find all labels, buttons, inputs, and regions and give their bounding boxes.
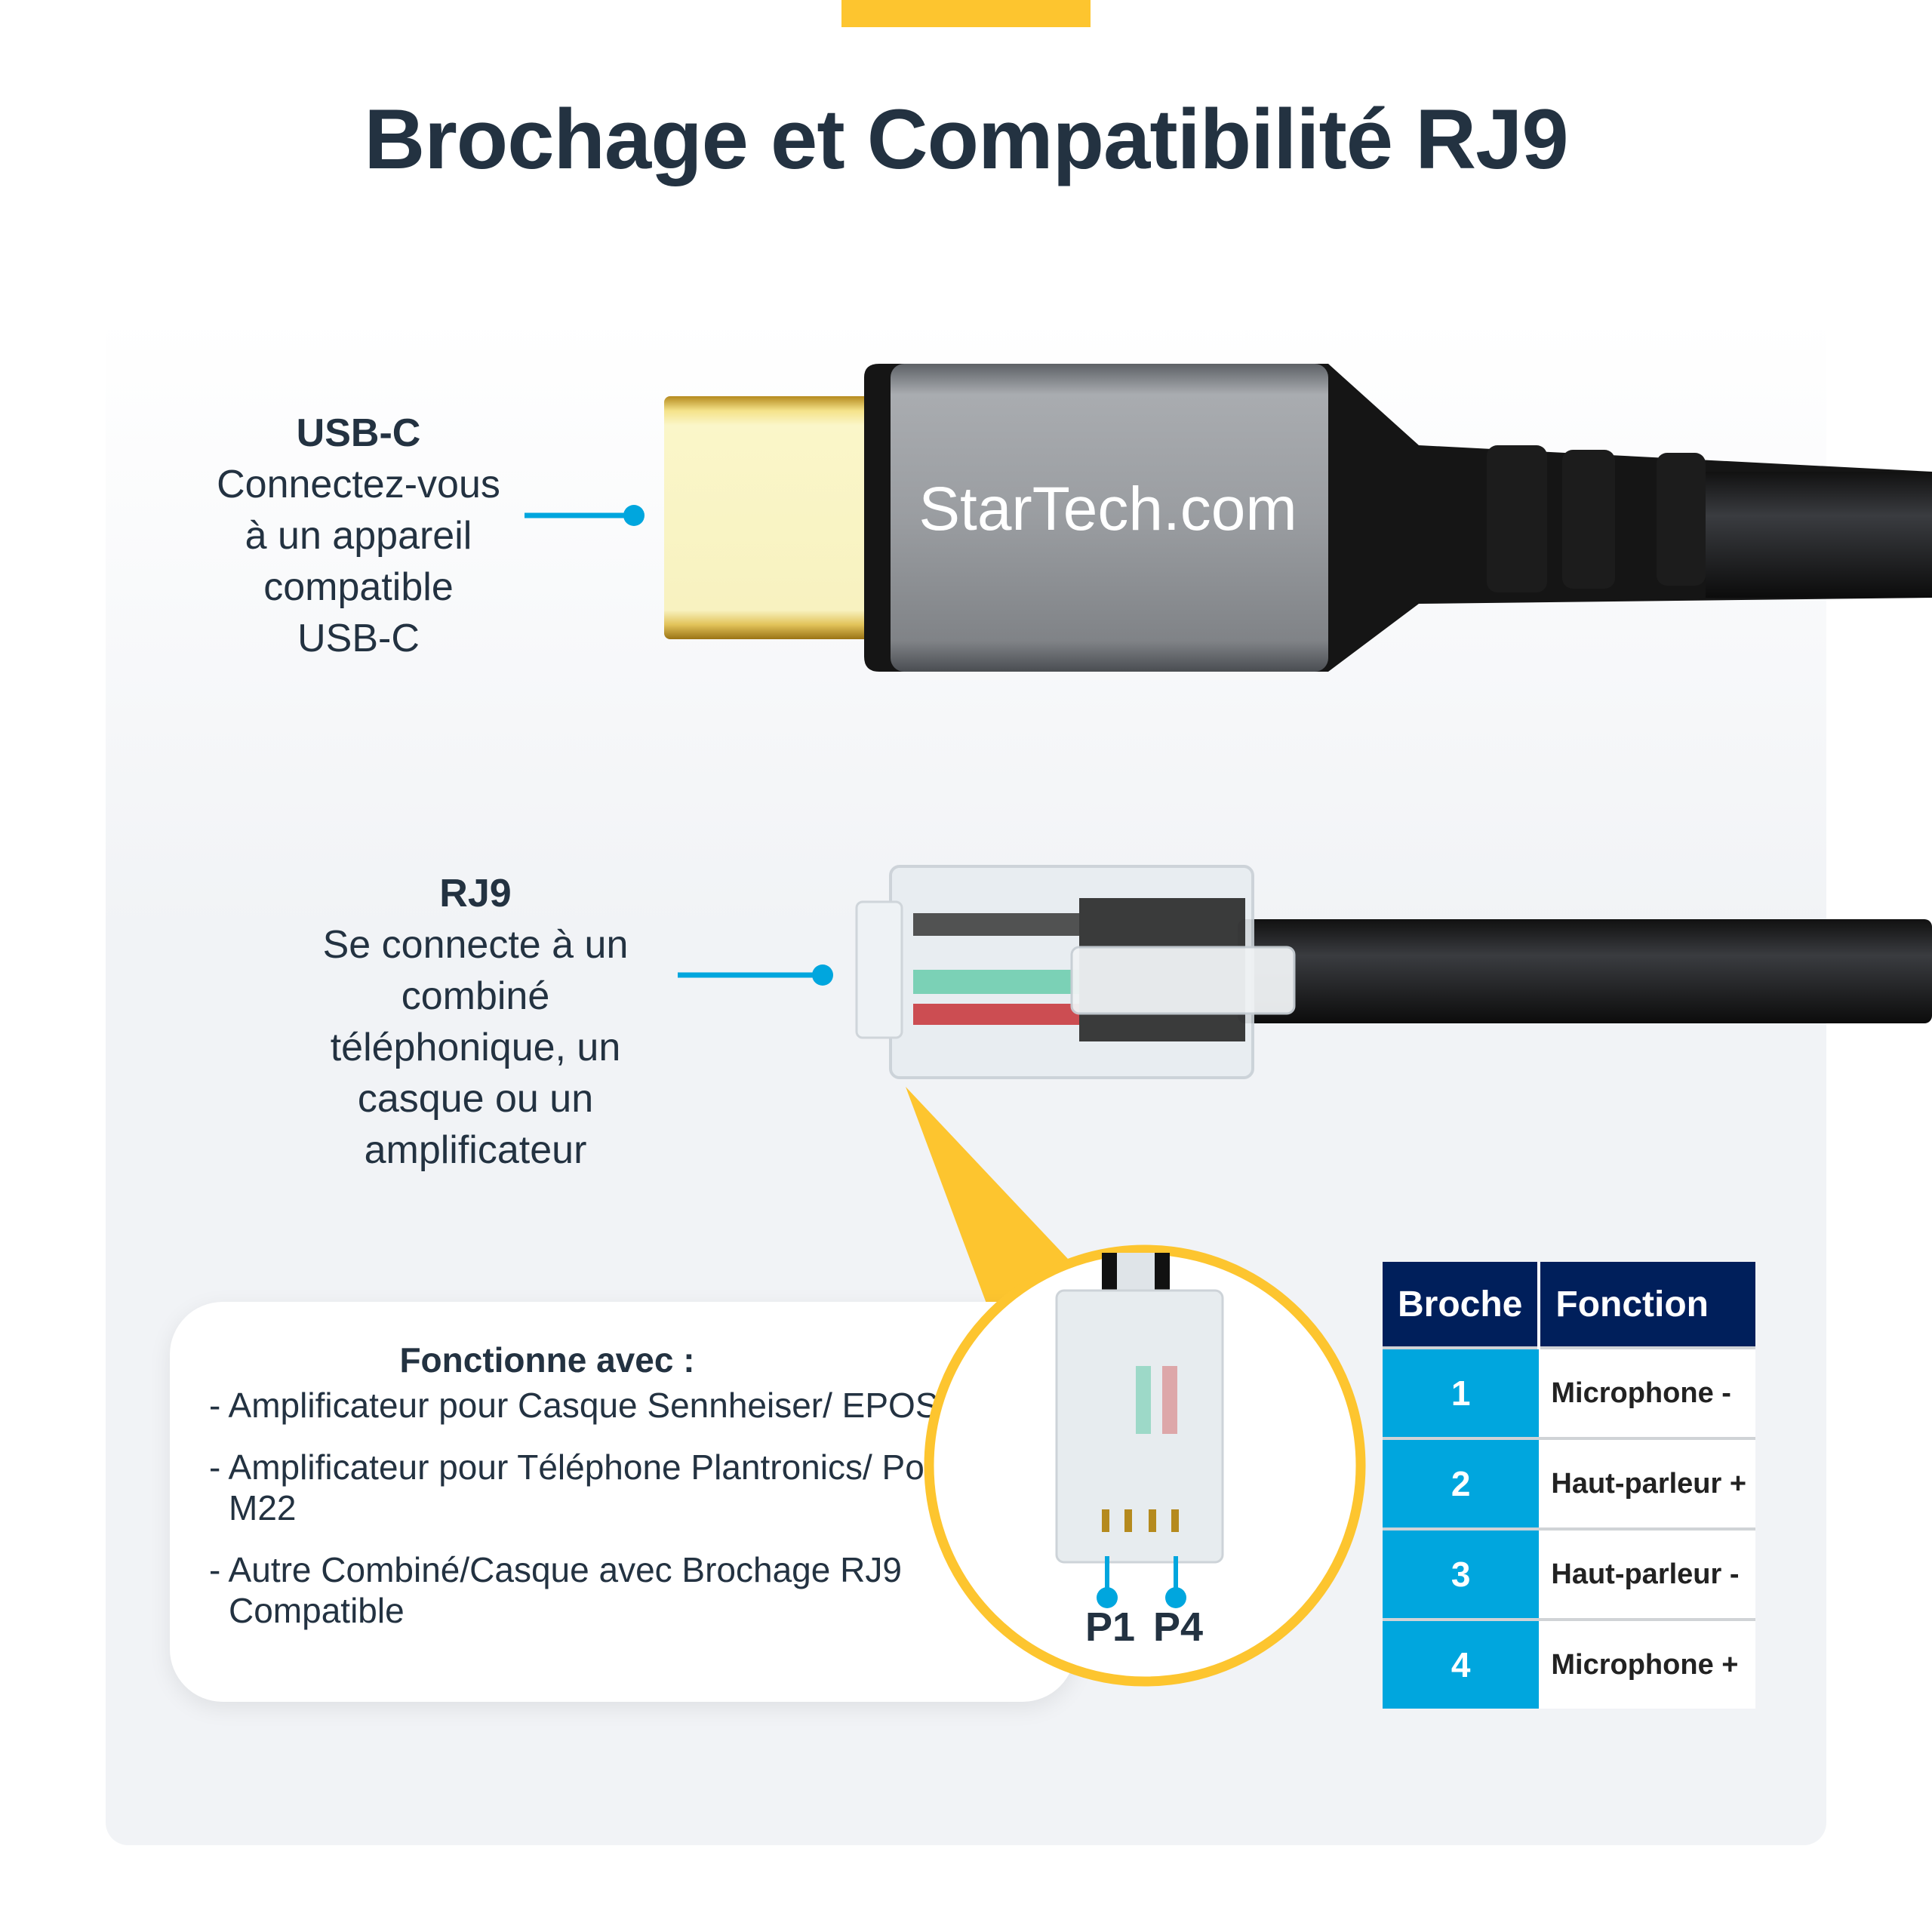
usb-c-desc-line: à un appareil xyxy=(245,514,472,558)
pin-4-label: P4 xyxy=(1153,1604,1204,1650)
rj9-connector-image xyxy=(855,865,1932,1079)
rj9-label: RJ9 Se connecte à un combiné téléphoniqu… xyxy=(279,868,672,1176)
works-with-card: Fonctionne avec : - Amplificateur pour C… xyxy=(170,1302,1075,1702)
top-accent-bar xyxy=(841,0,1091,27)
list-item: - Amplificateur pour Téléphone Plantroni… xyxy=(209,1447,1036,1527)
rj9-desc-line: Se connecte à un xyxy=(322,923,629,967)
zoom-callout-pointer xyxy=(906,1087,1068,1309)
pin-function: Microphone - xyxy=(1539,1346,1756,1438)
usb-c-desc-line: Connectez-vous xyxy=(217,463,500,506)
works-with-list: - Amplificateur pour Casque Sennheiser/ … xyxy=(209,1385,1054,1652)
rj9-desc-line: téléphonique, un xyxy=(330,1026,621,1069)
usb-c-label: USB-C Connectez-vous à un appareil compa… xyxy=(181,408,536,664)
pin-number: 2 xyxy=(1383,1437,1540,1529)
usb-c-desc-line: compatible xyxy=(263,565,454,609)
pin-1-label: P1 xyxy=(1085,1604,1136,1650)
pin-function: Haut-parleur + xyxy=(1539,1437,1756,1529)
page-title: Brochage et Compatibilité RJ9 xyxy=(364,92,1568,186)
rj9-desc-line: amplificateur xyxy=(364,1128,587,1172)
pin-number: 4 xyxy=(1383,1618,1540,1709)
pin-function: Haut-parleur - xyxy=(1539,1527,1756,1620)
startech-logo: StarTech.com xyxy=(918,475,1297,543)
usb-c-heading: USB-C xyxy=(296,411,421,455)
pin-function: Microphone + xyxy=(1539,1618,1756,1709)
pin-number: 3 xyxy=(1383,1527,1540,1620)
rj9-heading: RJ9 xyxy=(439,872,512,915)
usb-c-connector-image: StarTech.com xyxy=(664,364,1932,672)
works-with-heading: Fonctionne avec : xyxy=(399,1340,695,1380)
list-item: - Amplificateur pour Casque Sennheiser/ … xyxy=(209,1386,1041,1425)
rj9-desc-line: combiné xyxy=(401,974,550,1018)
usb-c-desc-line: USB-C xyxy=(297,617,420,660)
column-header-function: Fonction xyxy=(1539,1262,1756,1348)
rj9-desc-line: casque ou un xyxy=(357,1077,594,1121)
list-item: - Autre Combiné/Casque avec Brochage RJ9… xyxy=(209,1550,902,1630)
pin-number: 1 xyxy=(1383,1346,1540,1438)
column-header-pin: Broche xyxy=(1383,1262,1541,1348)
